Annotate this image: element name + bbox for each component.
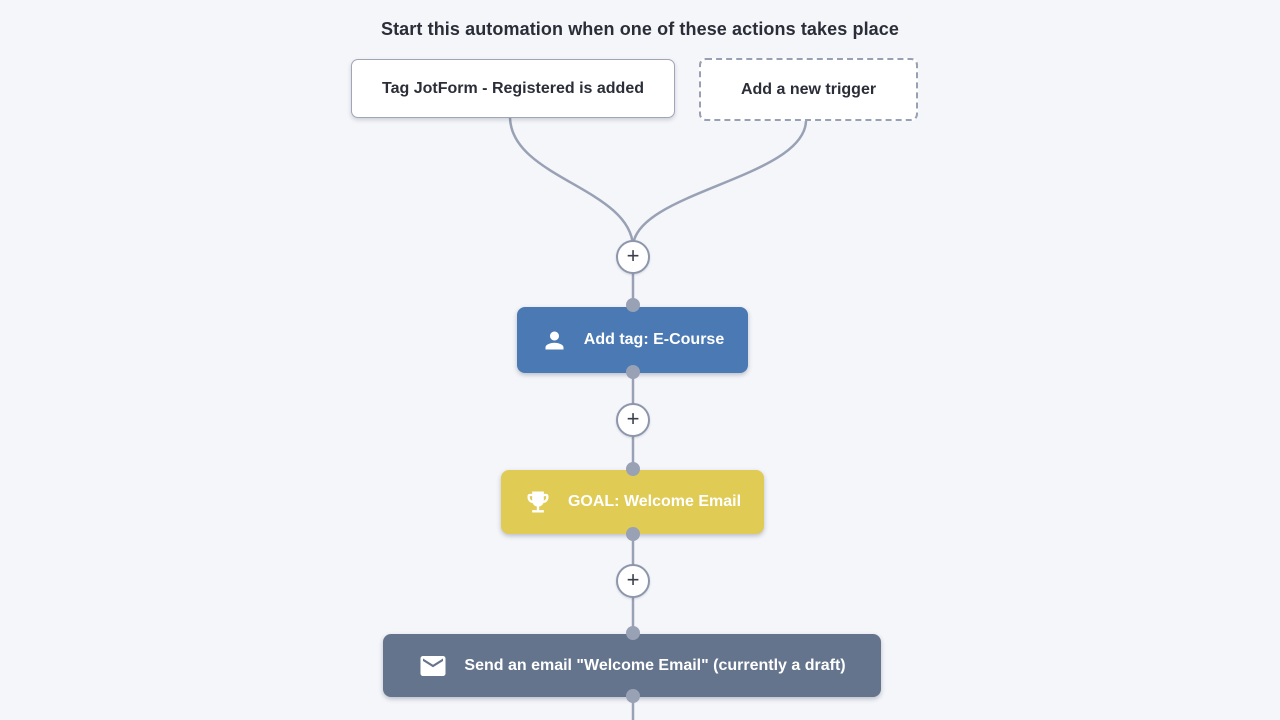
add-step-button-2[interactable]: + <box>616 403 650 437</box>
node-label: Send an email "Welcome Email" (currently… <box>464 656 846 674</box>
trigger-right-connector <box>631 119 808 248</box>
node-goal-welcome-email[interactable]: GOAL: Welcome Email <box>501 470 764 534</box>
page-title: Start this automation when one of these … <box>380 19 899 39</box>
person-icon <box>541 327 568 354</box>
node-label: Add tag: E-Course <box>583 331 725 348</box>
add-trigger-label: Add a new trigger <box>740 80 877 98</box>
connector-dot <box>626 462 640 476</box>
plus-icon: + <box>626 243 640 268</box>
add-step-button-1[interactable]: + <box>616 240 650 274</box>
node-add-tag-ecourse[interactable]: Add tag: E-Course <box>517 307 748 373</box>
connector-dot <box>626 527 640 541</box>
trophy-icon <box>524 488 552 516</box>
connector-dot <box>626 626 640 640</box>
trigger-tag-jotform-registered[interactable]: Tag JotForm - Registered is added <box>351 59 675 118</box>
plus-icon: + <box>626 567 640 592</box>
node-send-welcome-email[interactable]: Send an email "Welcome Email" (currently… <box>383 634 881 697</box>
trigger-left-connector <box>508 116 635 248</box>
add-step-button-3[interactable]: + <box>616 564 650 598</box>
plus-icon: + <box>626 406 640 431</box>
envelope-icon <box>418 651 448 681</box>
connector-dot <box>626 365 640 379</box>
connector-dot <box>626 298 640 312</box>
node-label: GOAL: Welcome Email <box>567 493 742 510</box>
connector-dot <box>626 689 640 703</box>
trigger-label: Tag JotForm - Registered is added <box>382 79 644 97</box>
add-new-trigger-button[interactable]: Add a new trigger <box>699 58 918 121</box>
